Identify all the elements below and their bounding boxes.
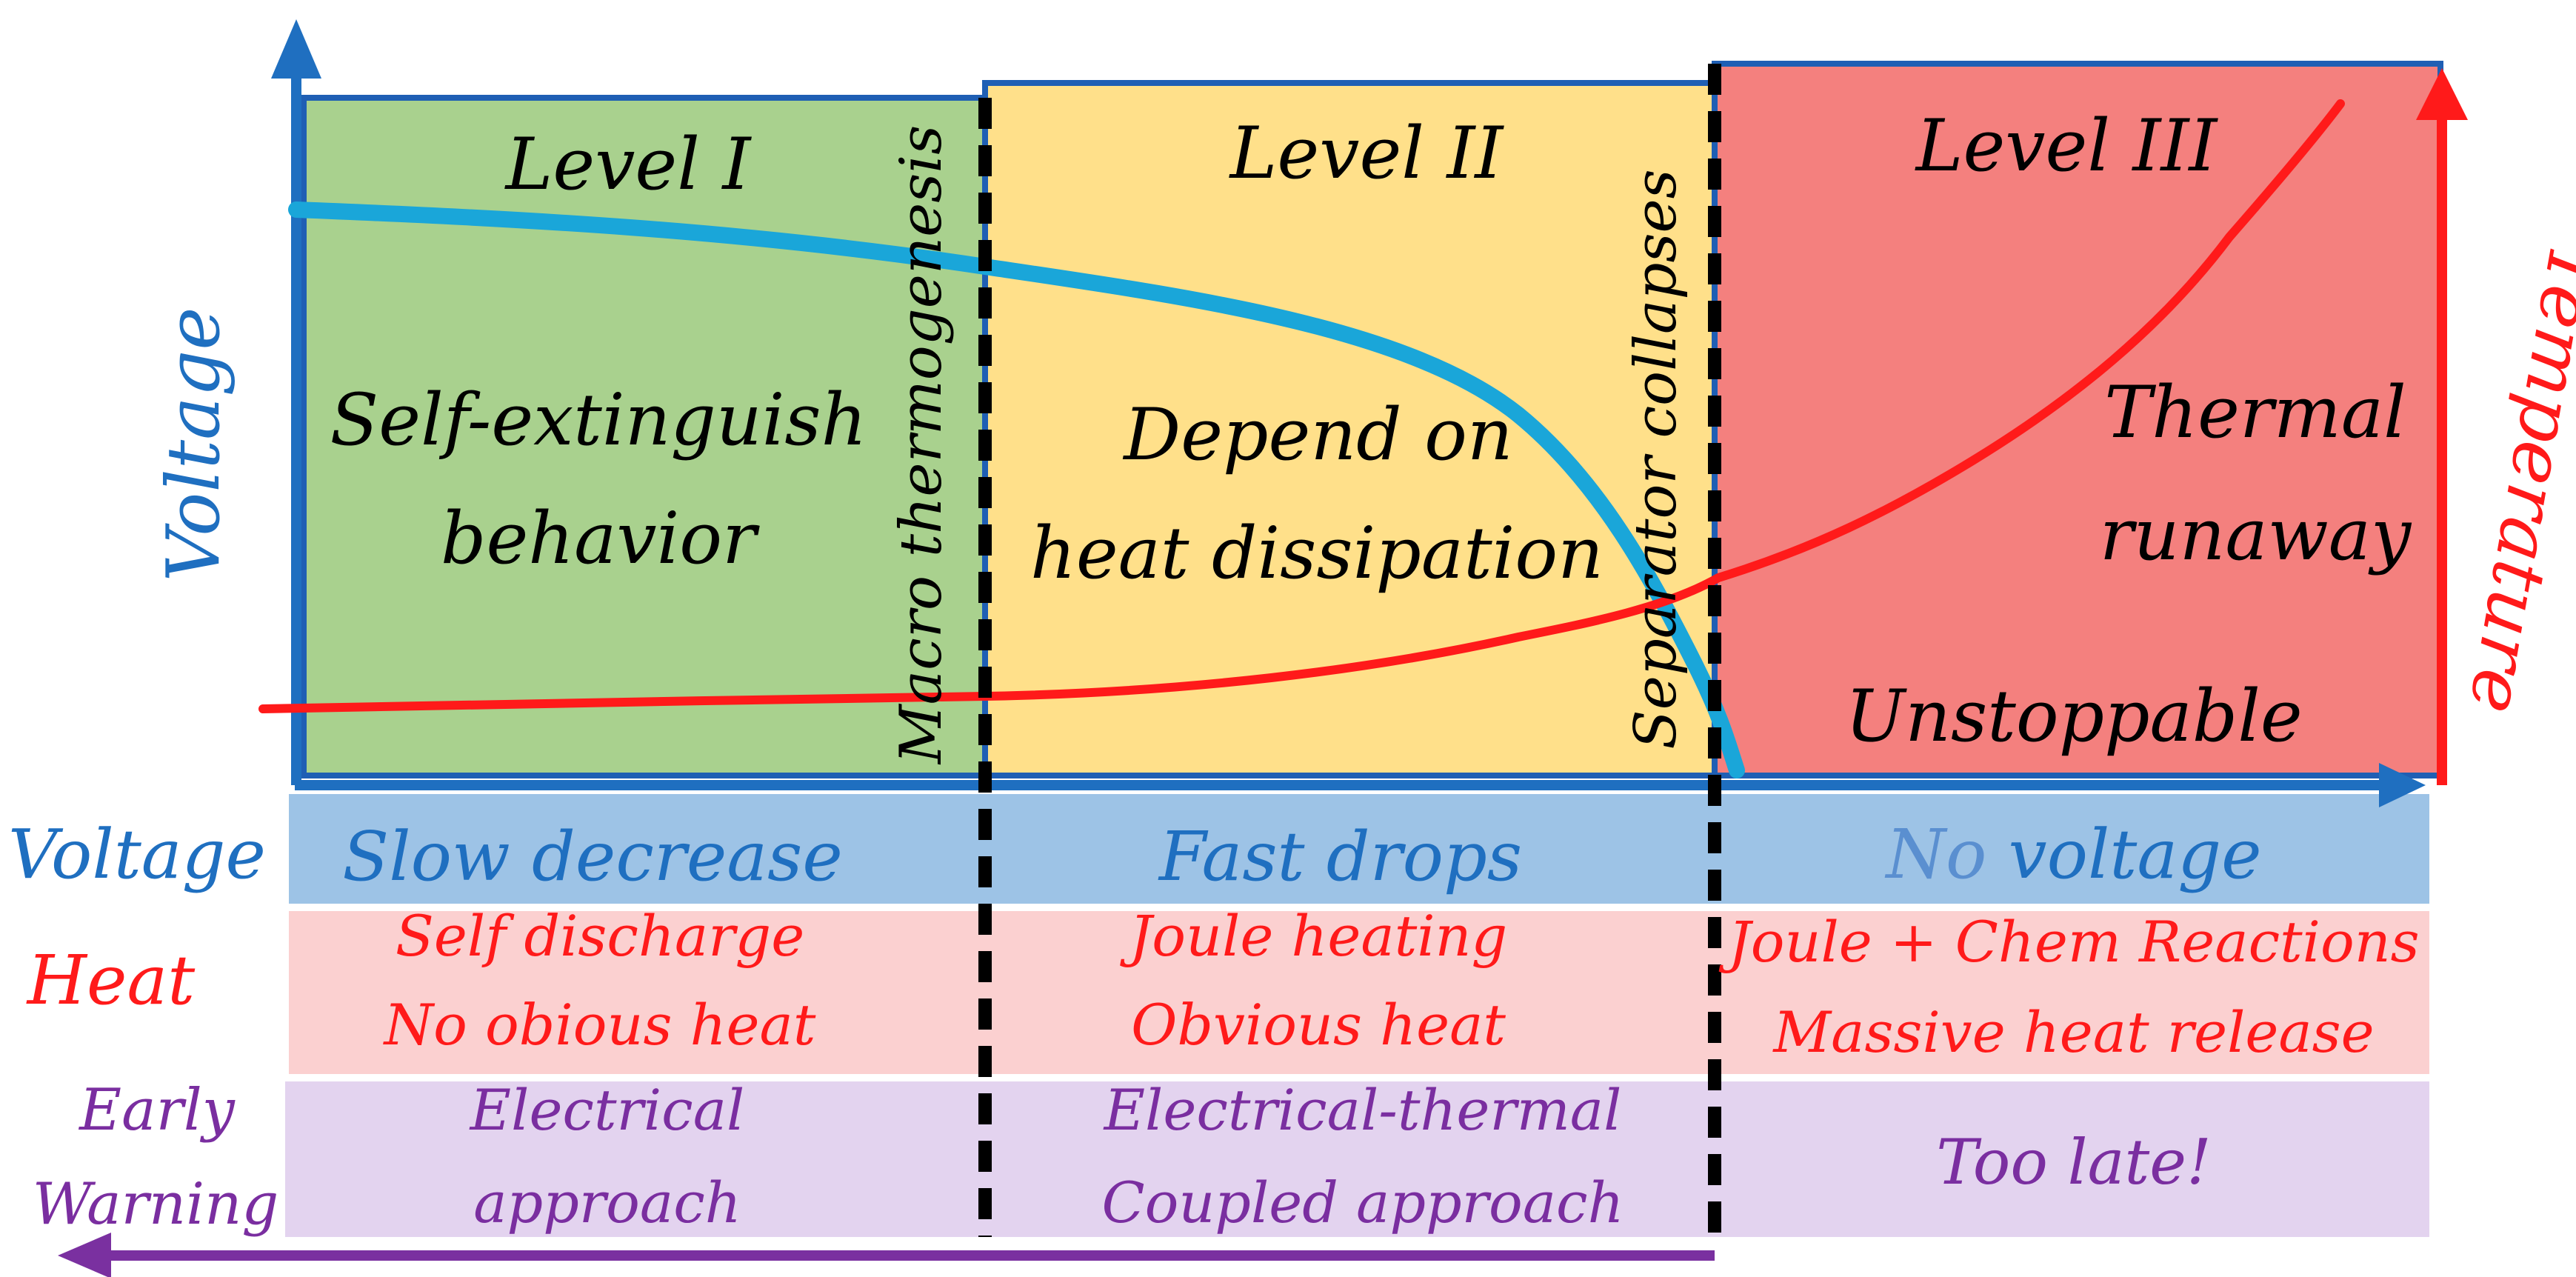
warning-band xyxy=(285,1081,2429,1237)
temperature-axis-arrowhead xyxy=(2416,68,2468,120)
warning-cell-level1-line1: Electrical xyxy=(469,1077,745,1143)
transition-label-2: Separator collapses xyxy=(1623,169,1689,749)
warning-cell-level2-line1: Electrical-thermal xyxy=(1103,1077,1622,1143)
phase-separators xyxy=(978,64,1721,1237)
level-texts: Level I Self-extinguish behavior Level I… xyxy=(330,104,2412,758)
voltage-cell-level3-part1: No xyxy=(1884,815,1986,894)
warning-row: Electrical approach Electrical-thermal C… xyxy=(469,1077,2212,1236)
row-bands xyxy=(285,794,2429,1237)
heat-cell-level3-line1: Joule + Chem Reactions xyxy=(1718,909,2419,975)
time-axis-arrowhead xyxy=(2379,763,2426,807)
level3-desc-line2: runaway xyxy=(2100,493,2412,576)
warning-row-label-line1: Early xyxy=(78,1077,236,1144)
voltage-row-label: Voltage xyxy=(8,815,266,894)
voltage-axis-title: Voltage xyxy=(152,307,236,582)
transition-labels: Macro thermogenesis Separator collapses xyxy=(888,125,1689,766)
heat-row-label: Heat xyxy=(26,941,196,1020)
temperature-curve xyxy=(258,99,2345,713)
warning-row-label-line2: Warning xyxy=(33,1171,279,1238)
level1-desc-line2: behavior xyxy=(441,497,760,580)
level2-desc-line2: heat dissipation xyxy=(1030,512,1604,595)
level1-title: Level I xyxy=(504,123,753,206)
row-labels: Voltage Heat Early Warning xyxy=(8,815,278,1238)
warning-cell-level1-line2: approach xyxy=(473,1170,741,1236)
voltage-cell-level3: No voltage xyxy=(1884,815,2261,894)
warning-cell-level2-line2: Coupled approach xyxy=(1101,1170,1624,1236)
axes xyxy=(58,19,2468,1277)
heat-band xyxy=(289,911,2429,1074)
voltage-cell-level3-part2: voltage xyxy=(1986,815,2261,894)
transition-label-1: Macro thermogenesis xyxy=(888,125,955,766)
voltage-band xyxy=(289,794,2429,904)
heat-cell-level1-line2: No obious heat xyxy=(383,992,816,1058)
heat-cell-level2-line1: Joule heating xyxy=(1120,903,1507,969)
voltage-row: Slow decrease Fast drops No voltage xyxy=(342,815,2261,896)
heat-cell-level1-line1: Self discharge xyxy=(396,903,804,969)
curves xyxy=(258,99,2345,778)
voltage-curve xyxy=(288,201,1745,778)
level3-title: Level III xyxy=(1915,104,2219,187)
level2-title: Level II xyxy=(1229,112,1505,195)
level1-desc-line1: Self-extinguish xyxy=(330,379,867,461)
warning-cell-level3: Too late! xyxy=(1936,1126,2212,1198)
level3-desc-line1: Thermal xyxy=(2104,371,2406,454)
voltage-cell-level2: Fast drops xyxy=(1158,817,1522,896)
voltage-axis-arrowhead xyxy=(271,19,321,79)
level-regions xyxy=(301,61,2443,778)
heat-cell-level3-line2: Massive heat release xyxy=(1772,999,2374,1065)
level2-desc-line1: Depend on xyxy=(1122,393,1512,476)
heat-cell-level2-line2: Obvious heat xyxy=(1131,992,1506,1058)
warning-axis-arrowhead xyxy=(58,1233,111,1277)
temperature-axis-title: Temperature xyxy=(2452,237,2576,720)
level3-desc-line3: Unstoppable xyxy=(1845,675,2302,758)
voltage-cell-level1: Slow decrease xyxy=(342,817,843,896)
heat-row: Self discharge No obious heat Joule heat… xyxy=(383,903,2420,1065)
level2-region xyxy=(982,80,1718,778)
level3-region xyxy=(1712,61,2443,778)
